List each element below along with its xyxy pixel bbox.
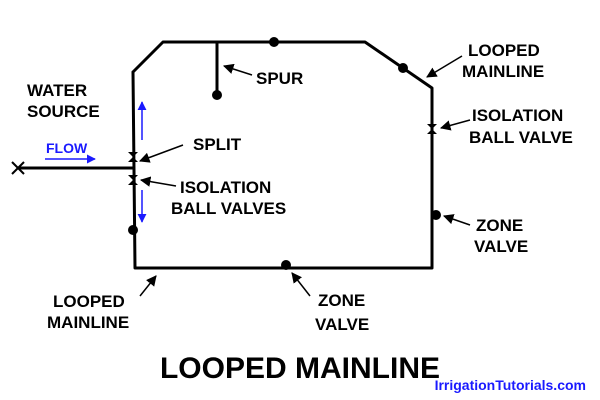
looped-mainline-top-leader <box>426 55 463 78</box>
spur-end-fitting <box>212 90 222 100</box>
water-source-label-line2: SOURCE <box>27 102 100 121</box>
top-mainline-fitting <box>269 37 279 47</box>
looped-mainline-pipe <box>131 40 434 270</box>
spur-label: SPUR <box>256 69 303 88</box>
zone-valve-bottom-label-line2: VALVE <box>315 315 369 334</box>
split-leader <box>139 144 184 163</box>
looped-mainline-top-label-line1: LOOPED <box>468 41 540 60</box>
looped-mainline-bottom-leader <box>139 275 157 297</box>
isolation-valves-label-line2: BALL VALVES <box>171 199 286 218</box>
zone-valve-bottom-label-line1: ZONE <box>318 291 365 310</box>
looped-mainline-bottom-label-line1: LOOPED <box>53 292 125 311</box>
spur-leader <box>223 63 253 76</box>
zone-valve-right <box>431 210 441 220</box>
isolation-valve-left-lower <box>128 175 138 185</box>
zone-valve-bottom <box>281 260 291 270</box>
isolation-valve-right-label-line1: ISOLATION <box>472 106 563 125</box>
flow-label: FLOW <box>46 140 88 156</box>
water-source-label-line1: WATER <box>27 81 87 100</box>
zone-valve-right-label-line1: ZONE <box>476 216 523 235</box>
isolation-valve-right <box>427 124 437 134</box>
isolation-valves-label-line1: ISOLATION <box>180 178 271 197</box>
water-source-marker <box>11 161 25 175</box>
brand-link[interactable]: IrrigationTutorials.com <box>435 377 586 393</box>
corner-mainline-fitting <box>398 63 408 73</box>
isolation-valve-left-upper <box>128 152 138 162</box>
zone-valve-right-label-line2: VALVE <box>474 237 528 256</box>
zone-valve-right-leader <box>443 214 471 226</box>
isolation-valve-right-leader <box>439 119 471 131</box>
isolation-valve-right-label-line2: BALL VALVE <box>469 128 573 147</box>
looped-mainline-bottom-label-line2: MAINLINE <box>47 313 129 332</box>
diagram-title: LOOPED MAINLINE <box>160 352 440 385</box>
isolation-valves-leader <box>139 176 177 187</box>
split-label: SPLIT <box>193 135 242 154</box>
zone-valve-bottom-leader <box>291 272 311 297</box>
left-mainline-fitting <box>128 225 138 235</box>
looped-mainline-top-label-line2: MAINLINE <box>462 62 544 81</box>
